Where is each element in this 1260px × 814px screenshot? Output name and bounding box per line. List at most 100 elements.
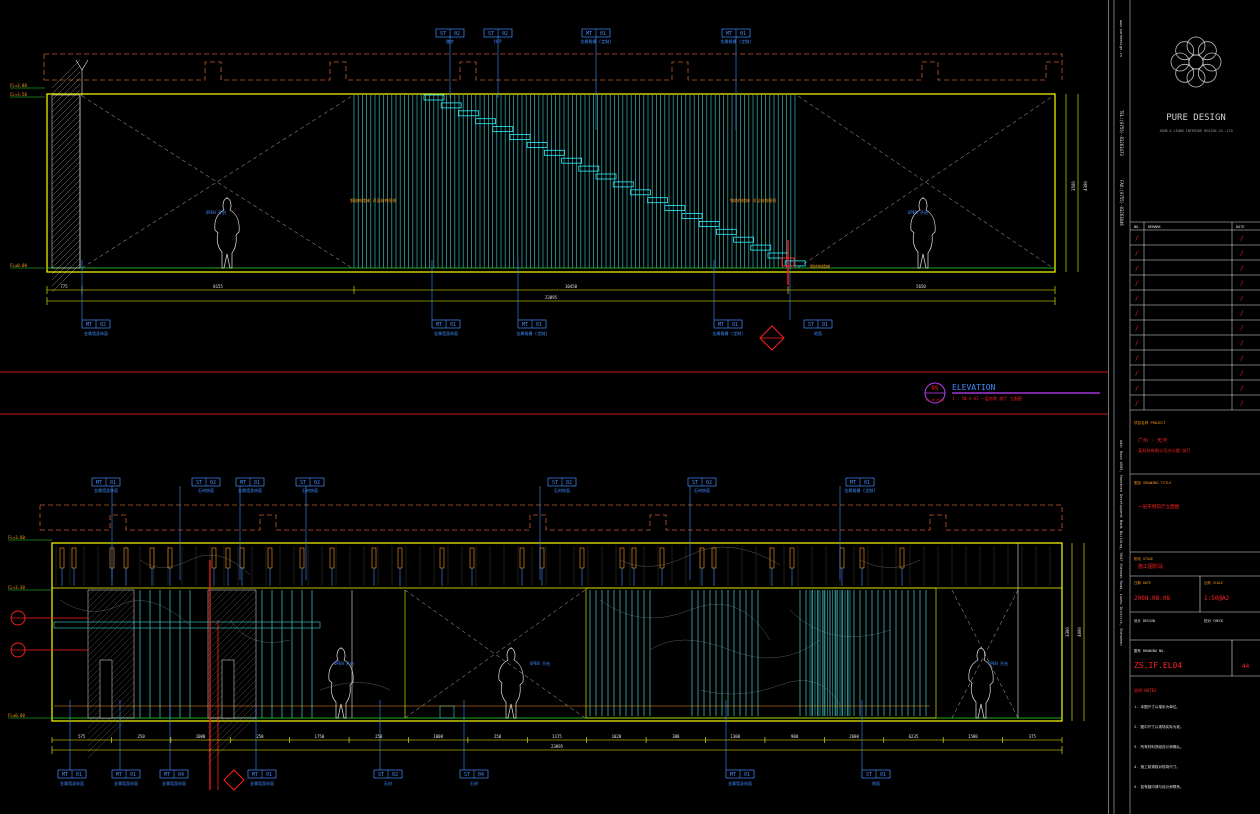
logo-petal	[1170, 52, 1190, 72]
title-block-content: TEL:(0755)-83263473FAX:(0755)-83263846Ad…	[1108, 0, 1260, 814]
stair-tread	[423, 94, 445, 101]
stair-tread	[612, 181, 634, 188]
marble-vein	[599, 599, 771, 641]
tb-date-label: 日期 DATE	[1134, 580, 1151, 585]
tag-note: 金属格栅 (定制)	[844, 487, 875, 493]
left-slats	[139, 590, 313, 718]
section-diamond	[759, 325, 785, 351]
dim-label: 1580	[968, 734, 978, 739]
hatch-stroke	[51, 215, 81, 245]
hatch-stroke	[51, 149, 81, 179]
hatch-stroke	[87, 633, 135, 681]
tag-note: 金属墙身饰面	[162, 780, 186, 786]
person-figure	[328, 647, 354, 719]
stair-tread	[647, 197, 668, 204]
hatch-stroke	[51, 143, 81, 173]
dim-label: 1300	[730, 734, 740, 739]
tb-designer-label: 设计 DESIGN	[1134, 618, 1155, 623]
hatch-stroke	[207, 589, 257, 639]
hatch-stroke	[51, 263, 81, 293]
rev-mark: /	[1240, 295, 1244, 302]
rev-mark: /	[1240, 340, 1244, 347]
section-number: 05	[931, 385, 939, 392]
rev-mark: /	[1240, 235, 1244, 242]
tag-note: 石材	[470, 780, 478, 786]
level-label: FL+3.80	[8, 535, 25, 540]
dim-right-label: 4300	[1083, 181, 1088, 191]
x-panel-diagonal	[797, 95, 1054, 269]
tb-note: 1. 本图尺寸以毫米为单位。	[1134, 704, 1180, 709]
tag-number: 02	[392, 772, 398, 778]
x-panel-diagonal	[797, 95, 1054, 269]
right-slats	[589, 590, 927, 716]
stair-tread	[716, 228, 737, 235]
hatch-stroke	[51, 71, 81, 101]
grille-frame	[585, 587, 937, 719]
hatch-stroke	[207, 607, 257, 657]
hatched-panels	[87, 589, 257, 765]
tb-project-sub: 某科技有限公司办公楼 前厅	[1138, 447, 1191, 454]
marble-vein	[229, 619, 291, 643]
fixture	[439, 547, 445, 569]
wall-outline	[46, 93, 1056, 273]
hatch-stroke	[51, 101, 81, 131]
hatch-stroke	[87, 711, 135, 759]
hatch-stroke	[87, 615, 135, 663]
fixture	[239, 547, 245, 569]
top-marker	[75, 59, 89, 71]
rev-mark: /	[1240, 250, 1244, 257]
hatch-stroke	[51, 137, 81, 167]
person-silhouette	[328, 647, 354, 719]
panel-inset	[221, 659, 235, 719]
dim-total-label: 23895	[545, 295, 558, 300]
stair-tread	[544, 149, 565, 156]
hatch-stroke	[51, 185, 81, 215]
tb-page: 44	[1242, 663, 1250, 670]
tag-number: 04	[478, 772, 484, 778]
marble-vein	[139, 554, 251, 576]
open-label: OPEN 开启	[530, 660, 550, 666]
fixture	[299, 547, 305, 569]
tb-stage: 施工图阶段	[1138, 563, 1163, 570]
person-figure	[498, 647, 524, 719]
hatch-stroke	[51, 95, 81, 125]
fixture	[519, 547, 525, 569]
tag-code: ST	[866, 772, 872, 778]
metal-slat-grille	[353, 95, 796, 268]
tag-code: ST	[440, 31, 446, 37]
tag-code: ST	[196, 480, 202, 486]
tag-number: 01	[130, 772, 136, 778]
tag-note: 金属墙身饰面	[238, 487, 262, 493]
hatch-stroke	[51, 173, 81, 203]
hatch-stroke	[51, 161, 81, 191]
tb-tel: TEL:(0755)-83263473	[1119, 110, 1124, 156]
tag-number: 01	[450, 322, 456, 328]
open-label: OPEN 开启	[334, 660, 354, 666]
tag-note: 石材	[384, 780, 392, 786]
rev-mark: /	[1135, 385, 1139, 392]
hatch-stroke	[87, 627, 135, 675]
tag-code: ST	[552, 480, 558, 486]
hatch-stroke	[87, 589, 113, 615]
fixture	[329, 547, 335, 569]
fixture	[397, 547, 403, 569]
hatch-stroke	[207, 589, 251, 633]
tag-code: ST	[300, 480, 306, 486]
tag-number: 02	[706, 480, 712, 486]
note-right: 钢结构楼梯 详见结构图纸	[730, 197, 776, 203]
hatch-stroke	[51, 233, 81, 263]
section-title-text: ELEVATION	[952, 383, 996, 392]
level-label: CL+3.30	[8, 585, 25, 590]
tag-code: ST	[464, 772, 470, 778]
tag-note: 金属墙身饰面	[114, 780, 138, 786]
tag-number: 02	[100, 322, 106, 328]
hatch-stroke	[207, 613, 257, 663]
stair-tread	[578, 165, 600, 172]
stair-tread	[733, 236, 754, 243]
